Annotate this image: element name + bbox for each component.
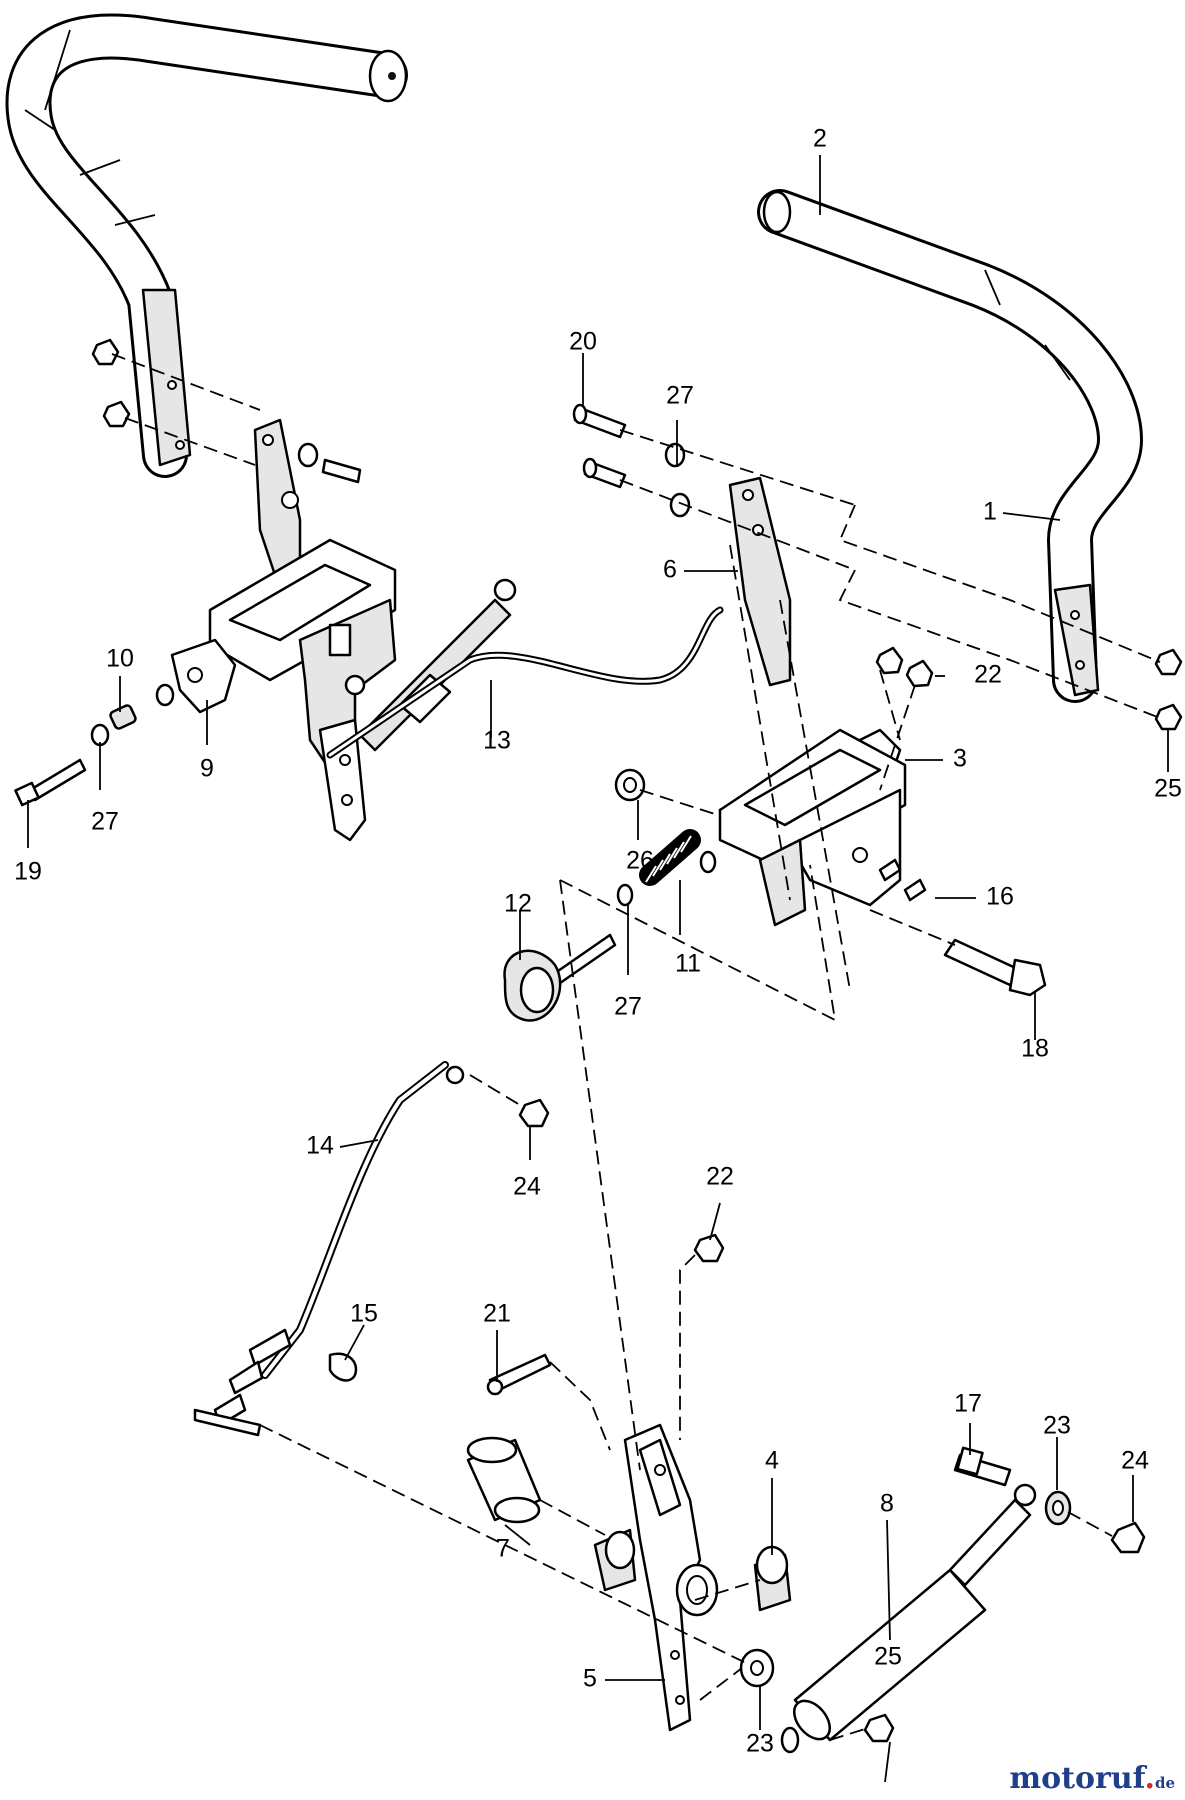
assembly-lines	[111, 353, 1161, 1741]
right-bracket-assembly	[503, 403, 1183, 1022]
label-4: 4	[765, 1447, 779, 1475]
label-7: 7	[496, 1535, 510, 1563]
label-15: 15	[350, 1300, 378, 1328]
label-21: 21	[483, 1300, 511, 1328]
label-23-left: 23	[746, 1730, 774, 1758]
label-17: 17	[954, 1390, 982, 1418]
label-24-upper: 24	[513, 1173, 541, 1201]
left-handle	[5, 13, 408, 478]
label-27-left: 27	[91, 808, 119, 836]
label-10: 10	[106, 645, 134, 673]
label-2: 2	[813, 125, 827, 153]
label-23-right: 23	[1043, 1412, 1071, 1440]
watermark-tld: de	[1154, 1774, 1175, 1792]
label-25-right: 25	[1154, 775, 1182, 803]
right-handle	[757, 189, 1143, 703]
label-1: 1	[983, 498, 997, 526]
link-rod-13-inner	[328, 608, 722, 757]
label-22-upper: 22	[974, 661, 1002, 689]
label-19: 19	[14, 858, 42, 886]
watermark-dot: .	[1144, 1761, 1155, 1796]
callout-labels: 1 2 3 4 5 6 7 8 9 10 11 12 13 14 15 16 1…	[14, 125, 1182, 1758]
label-12: 12	[504, 890, 532, 918]
label-5: 5	[583, 1665, 597, 1693]
label-24-right: 24	[1121, 1447, 1149, 1475]
label-20: 20	[569, 328, 597, 356]
watermark-brand: motoruf	[1009, 1761, 1145, 1796]
label-6: 6	[663, 556, 677, 584]
left-fasteners	[14, 338, 362, 807]
watermark-logo: motoruf.de	[1009, 1761, 1175, 1796]
left-bracket-assembly	[208, 418, 517, 842]
label-18: 18	[1021, 1035, 1049, 1063]
label-25-lower: 25	[874, 1643, 902, 1671]
label-14: 14	[306, 1132, 334, 1160]
label-27-upper: 27	[666, 382, 694, 410]
lower-assembly	[193, 1061, 1146, 1754]
label-3: 3	[953, 745, 967, 773]
label-22-lower: 22	[706, 1163, 734, 1191]
label-26: 26	[626, 847, 654, 875]
label-27-lower: 27	[614, 993, 642, 1021]
label-8: 8	[880, 1490, 894, 1518]
leader-lines	[27, 155, 1169, 1783]
label-16: 16	[986, 883, 1014, 911]
label-13: 13	[483, 727, 511, 755]
label-11: 11	[675, 950, 701, 978]
label-9: 9	[200, 755, 214, 783]
